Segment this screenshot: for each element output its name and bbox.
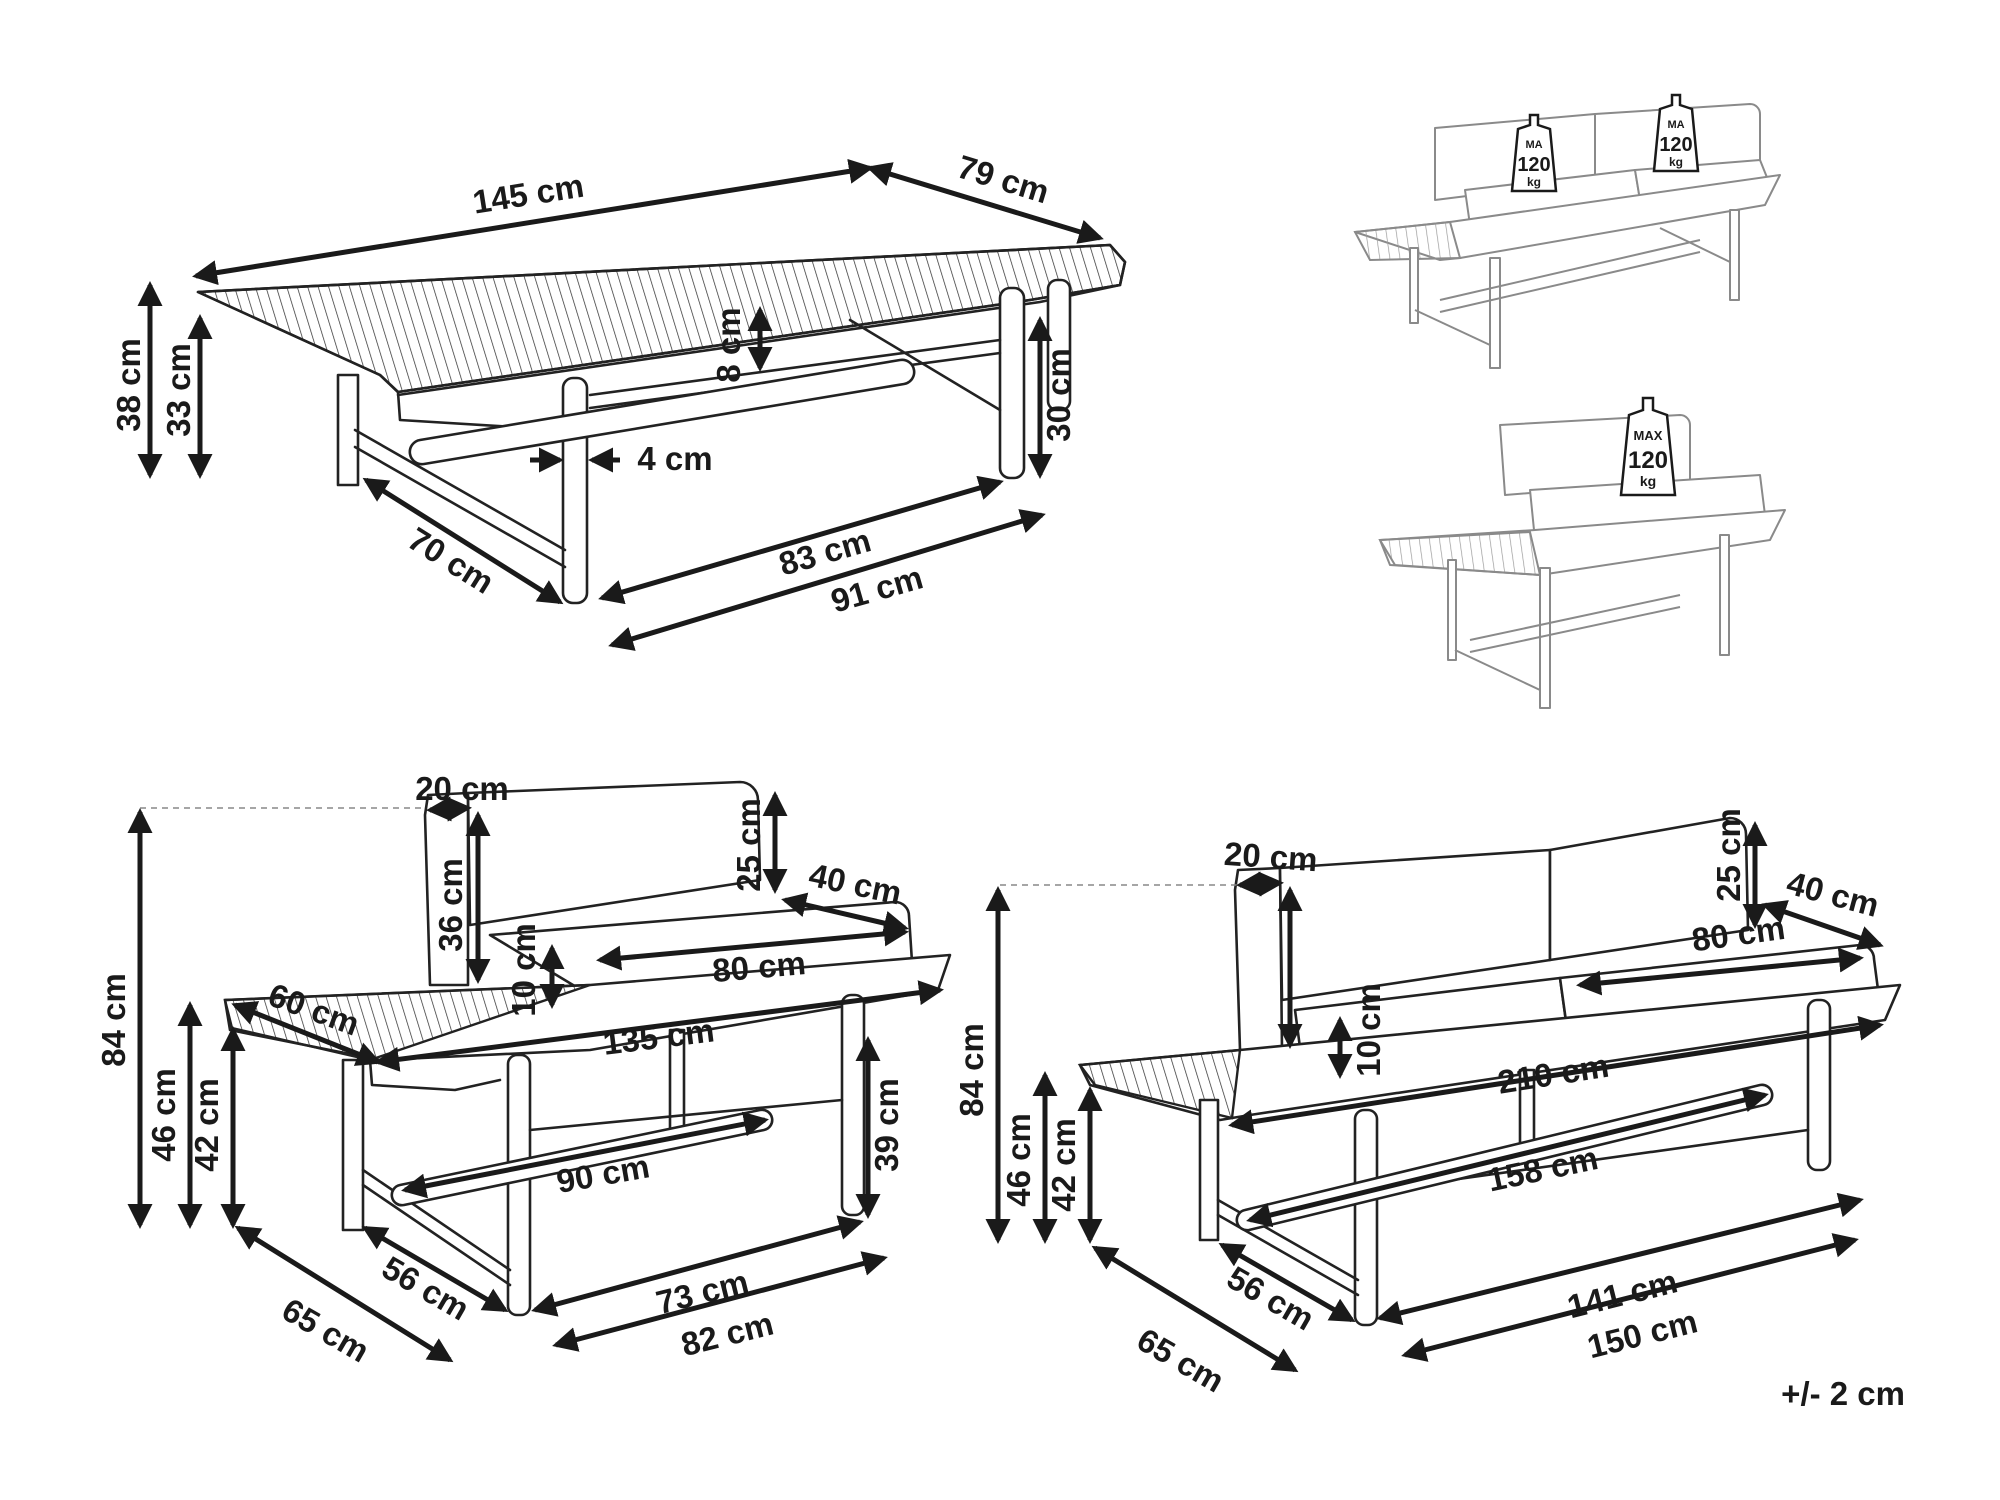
single-total-height-label: 84 cm <box>95 973 132 1067</box>
single-seat-height-label: 46 cm <box>145 1068 182 1162</box>
table-total-height-label: 38 cm <box>110 338 147 432</box>
coffee-table-dimensions: 145 cm 79 cm 38 cm 33 cm 8 cm 30 cm 4 cm… <box>110 148 1104 651</box>
table-depth-label: 79 cm <box>953 148 1053 211</box>
table-leg-thickness-label: 4 cm <box>637 440 712 477</box>
weight-badge-single-line1: MAX <box>1634 428 1663 443</box>
weight-badge-right-line1: MA <box>1667 119 1684 131</box>
table-frame-height-label: 33 cm <box>160 343 197 437</box>
weight-badge-single-line2: 120 <box>1628 447 1668 474</box>
single-backrest-depth-label: 20 cm <box>415 770 509 807</box>
weight-badge-left: MA 120 kg <box>1510 113 1558 193</box>
coffee-table-drawing <box>196 243 1127 605</box>
weight-badge-left-line1: MA <box>1525 139 1542 151</box>
weight-badge-right-line3: kg <box>1669 155 1683 169</box>
double-frame-height-label: 42 cm <box>1045 1118 1082 1212</box>
single-frame-height-label: 42 cm <box>188 1078 225 1172</box>
double-bench-weight-illustration <box>1353 103 1781 369</box>
tolerance-note: +/- 2 cm <box>1781 1375 1905 1412</box>
weight-badge-left-line3: kg <box>1527 175 1541 189</box>
weight-badge-right-line2: 120 <box>1659 134 1692 156</box>
weight-badge-left-line2: 120 <box>1517 154 1550 176</box>
double-total-depth-label: 65 cm <box>1131 1321 1231 1400</box>
double-seat-height-label: 46 cm <box>1000 1113 1037 1207</box>
table-length-label: 145 cm <box>470 167 586 221</box>
double-backrest-thickness-label: 25 cm <box>1710 808 1747 902</box>
double-bench-drawing <box>1077 816 1902 1327</box>
weight-badge-right: MA 120 kg <box>1652 93 1700 173</box>
single-backrest-thickness-label: 25 cm <box>730 798 767 892</box>
single-cushion-depth-label: 40 cm <box>806 856 905 912</box>
table-leg-height-label: 30 cm <box>1040 348 1077 442</box>
single-leg-height-label: 39 cm <box>868 1078 905 1172</box>
single-cushion-height-label: 10 cm <box>505 923 542 1017</box>
single-leg-spacing-depth-label: 56 cm <box>376 1249 476 1328</box>
table-top-thickness-label: 8 cm <box>710 307 747 382</box>
double-cushion-height-label: 10 cm <box>1350 983 1387 1077</box>
double-total-height-label: 84 cm <box>953 1023 990 1117</box>
single-backrest-height-label: 36 cm <box>432 858 469 952</box>
weight-badge-single: MAX 120 kg <box>1619 396 1677 497</box>
single-bench-weight-illustration <box>1378 414 1786 709</box>
double-backrest-depth-label: 20 cm <box>1223 835 1319 878</box>
weight-badge-single-line3: kg <box>1640 473 1656 489</box>
